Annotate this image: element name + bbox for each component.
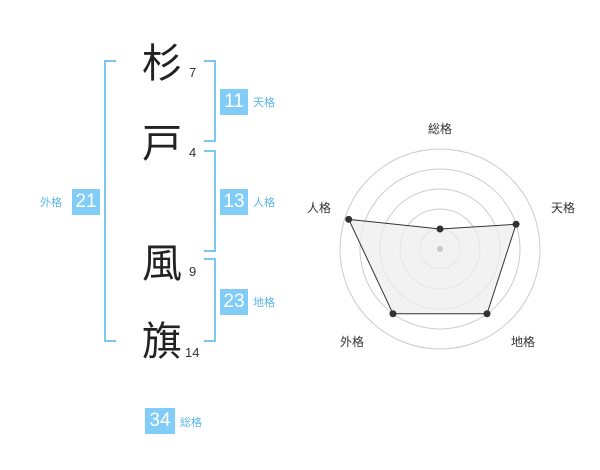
radar-axis-label-1: 総格	[428, 121, 452, 136]
radar-point-2	[512, 220, 520, 228]
radar-axis-label-4: 外格	[340, 334, 364, 349]
radar-axis-label-3: 地格	[511, 334, 535, 349]
gaikaku-value-badge: 21	[72, 189, 100, 215]
chikaku-bracket	[204, 258, 216, 342]
radar-axis-label-5: 人格	[307, 200, 331, 215]
radar-point-4	[389, 310, 397, 318]
soukaku-label: 総格	[180, 416, 202, 429]
soukaku-value-badge: 34	[145, 408, 175, 434]
radar-axis-label-2: 天格	[551, 200, 575, 215]
jinkaku-bracket	[204, 150, 216, 252]
radar-point-3	[483, 310, 491, 318]
radar-point-5	[345, 215, 353, 223]
radar-center-dot	[437, 246, 443, 252]
chikaku-label: 地格	[253, 296, 275, 309]
name-char-2: 戸	[142, 121, 182, 167]
gaikaku-label: 外格	[40, 196, 62, 209]
stroke-count-3: 9	[189, 264, 197, 279]
radar-point-1	[436, 225, 444, 233]
stroke-count-2: 4	[189, 145, 197, 160]
radar-ring-4	[359, 168, 521, 330]
tenkaku-value-badge: 11	[220, 89, 248, 115]
jinkaku-value-badge: 13	[220, 189, 248, 215]
radar-ring-5	[339, 148, 541, 350]
name-char-4: 旗	[142, 319, 182, 365]
tenkaku-bracket	[204, 60, 216, 142]
name-char-1: 杉	[142, 41, 182, 87]
stroke-count-1: 7	[189, 65, 197, 80]
gaikaku-bracket	[104, 60, 116, 342]
radar-area	[347, 218, 517, 315]
jinkaku-label: 人格	[253, 196, 275, 209]
stroke-count-4: 14	[185, 345, 200, 360]
name-char-3: 風	[142, 241, 182, 287]
tenkaku-label: 天格	[253, 96, 275, 109]
chikaku-value-badge: 23	[220, 289, 248, 315]
